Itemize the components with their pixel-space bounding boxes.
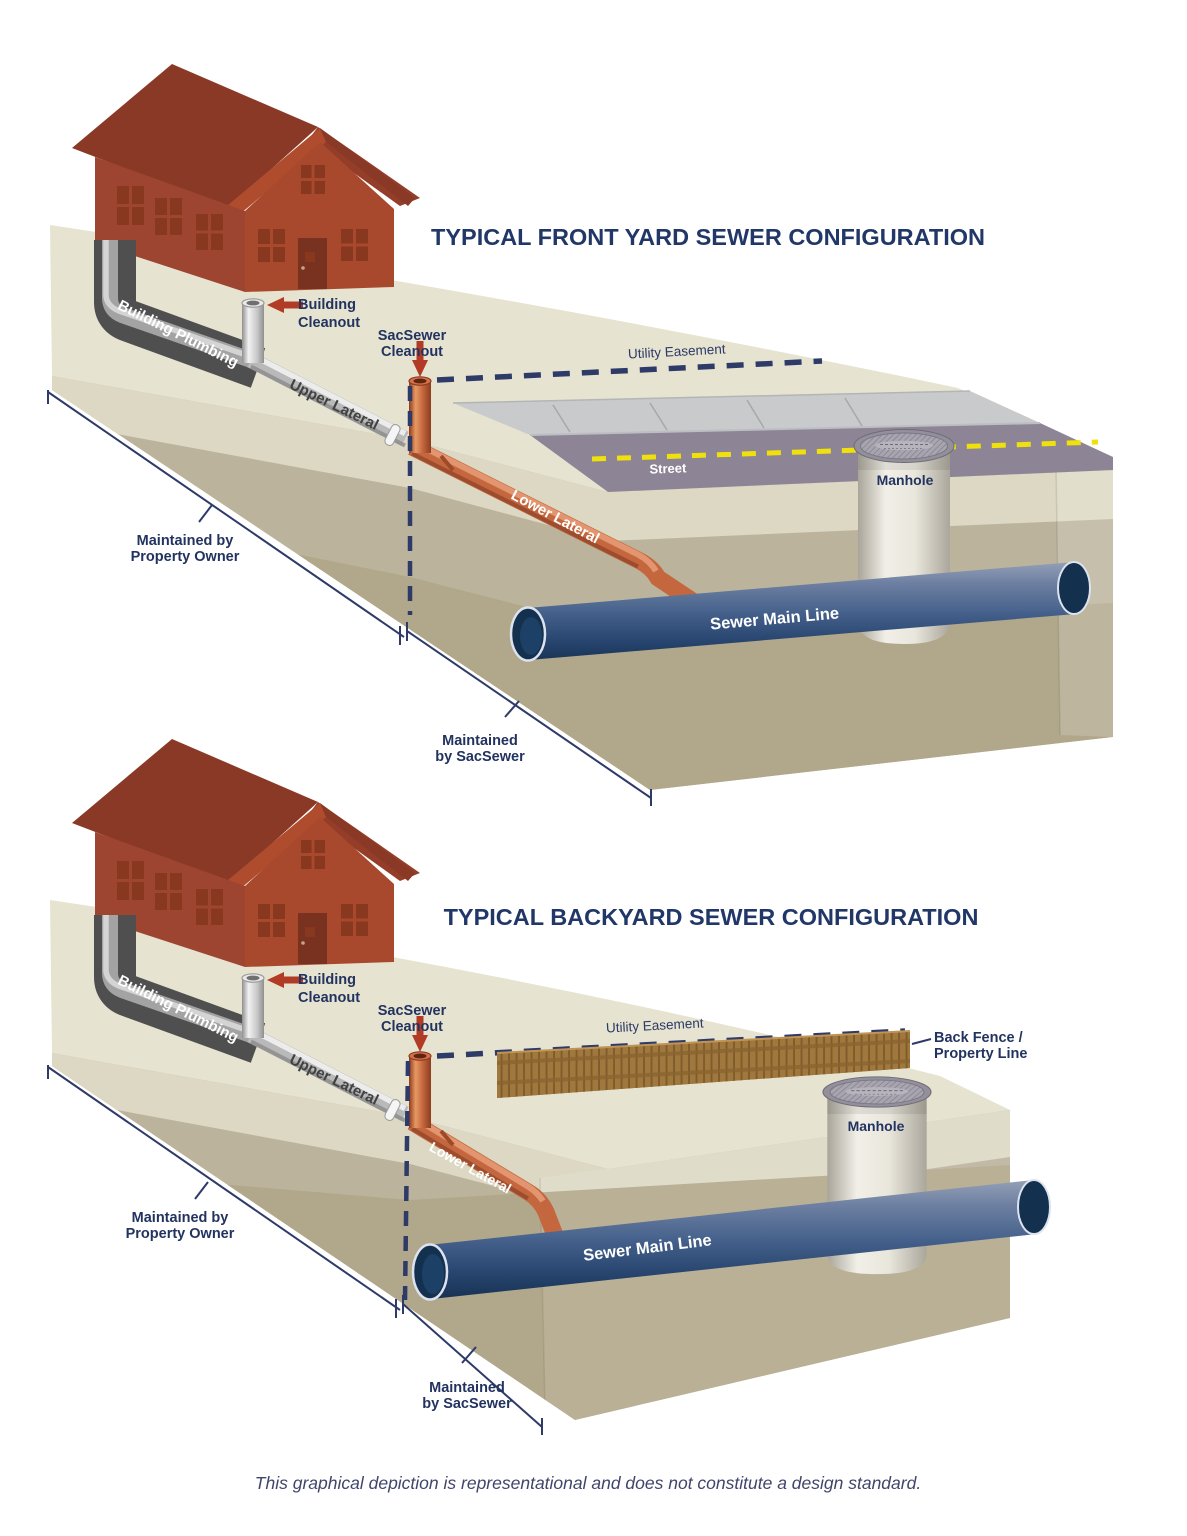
back-sewer-main-pipe: Sewer Main Line	[411, 1179, 1051, 1301]
back-manhole: Manhole	[822, 1076, 932, 1275]
front-utility-easement-label: Utility Easement	[628, 341, 726, 361]
back-manhole-label: Manhole	[848, 1118, 905, 1134]
street-surface: Street	[529, 422, 1113, 492]
street-centerline	[591, 439, 1099, 462]
back-maintained-sacsewer-label-1: Maintained	[429, 1380, 505, 1396]
back-fence-leader-line	[911, 1038, 932, 1045]
street-label: Street	[649, 460, 687, 476]
front-sewer-main-pipe: Sewer Main Line	[509, 561, 1091, 662]
front-diagram-title: TYPICAL FRONT YARD SEWER CONFIGURATION	[431, 224, 985, 250]
back-maintained-by-owner: Maintained by Property Owner	[47, 1065, 401, 1318]
back-building-cleanout-label-2: Cleanout	[298, 990, 360, 1006]
back-maintained-sacsewer-label-2: by SacSewer	[422, 1396, 512, 1412]
front-manhole: Manhole	[853, 429, 955, 645]
front-utility-easement: Utility Easement	[436, 341, 823, 383]
front-maintained-by-owner: Maintained by Property Owner	[47, 390, 405, 645]
back-building-cleanout-label-1: Building	[298, 972, 356, 988]
front-yard-diagram: TYPICAL FRONT YARD SEWER CONFIGURATION	[47, 62, 1113, 806]
front-manhole-label: Manhole	[877, 472, 934, 488]
front-building-plumbing-pipe: Building Plumbing	[94, 240, 266, 388]
footer-disclaimer: This graphical depiction is representati…	[255, 1473, 921, 1493]
front-maintained-by-sacsewer: Maintained by SacSewer	[406, 622, 652, 806]
back-maintained-owner-label-1: Maintained by	[132, 1210, 229, 1226]
back-utility-easement-label: Utility Easement	[606, 1015, 704, 1035]
front-sacsewer-cleanout: SacSewer Cleanout	[378, 328, 447, 454]
back-fence-label-1: Back Fence /	[934, 1030, 1023, 1046]
front-building-cleanout-label-2: Cleanout	[298, 315, 360, 331]
back-sacsewer-cleanout-label-2: Cleanout	[381, 1019, 443, 1035]
back-maintenance-boundary-line	[402, 1060, 411, 1301]
front-sacsewer-cleanout-label-2: Cleanout	[381, 344, 443, 360]
front-maintained-owner-label-2: Property Owner	[131, 549, 240, 565]
front-maintained-sacsewer-label-2: by SacSewer	[435, 749, 525, 765]
front-building-cleanout: Building Cleanout	[241, 297, 360, 364]
sidewalk	[452, 390, 1040, 435]
backyard-diagram-title: TYPICAL BACKYARD SEWER CONFIGURATION	[444, 904, 979, 930]
front-maintained-sacsewer-label-1: Maintained	[442, 733, 518, 749]
front-maintained-owner-label-1: Maintained by	[137, 533, 234, 549]
back-maintained-owner-label-2: Property Owner	[126, 1226, 235, 1242]
front-building-cleanout-label-1: Building	[298, 297, 356, 313]
back-maintained-by-sacsewer: Maintained by SacSewer	[402, 1295, 543, 1435]
backyard-diagram: TYPICAL BACKYARD SEWER CONFIGURATION Uti…	[47, 737, 1051, 1435]
back-fence-label-2: Property Line	[934, 1046, 1027, 1062]
back-building-cleanout: Building Cleanout	[241, 972, 360, 1039]
front-sacsewer-cleanout-label-1: SacSewer	[378, 328, 447, 344]
back-ground-surface	[50, 900, 1010, 1169]
back-sacsewer-cleanout-label-1: SacSewer	[378, 1003, 447, 1019]
back-sacsewer-cleanout: SacSewer Cleanout	[378, 1003, 447, 1129]
